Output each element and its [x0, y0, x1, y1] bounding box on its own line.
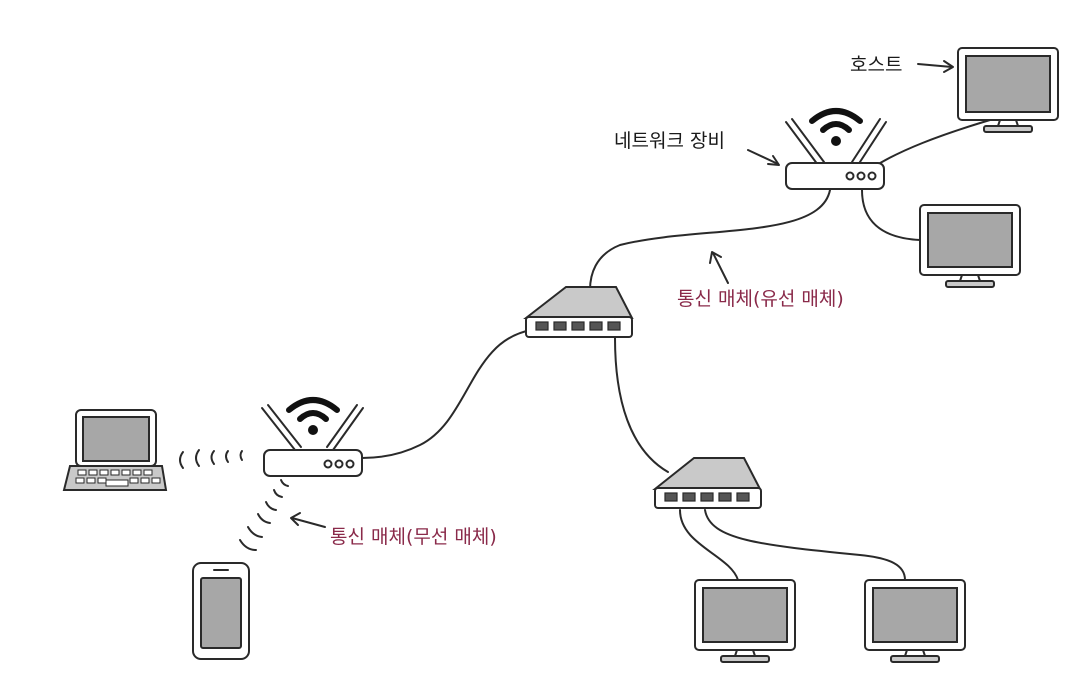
- switch-icon: [652, 457, 762, 490]
- cable-router-top-to-host-top: [871, 119, 991, 169]
- router-icon: [263, 449, 363, 477]
- host-monitor-mid: [919, 204, 1021, 288]
- cable-switch-bottom-to-host-bl: [679, 509, 739, 581]
- cable-switch-top-to-router-left: [361, 329, 533, 459]
- label-wired-medium: 통신 매체(유선 매체): [677, 288, 844, 310]
- host-monitor-bottom-left: [694, 579, 796, 663]
- wireless-signal-laptop: [179, 449, 243, 469]
- router-antenna-icon: [261, 404, 364, 451]
- host-laptop: [62, 409, 168, 491]
- router-leds: [845, 171, 877, 181]
- wifi-icon: [809, 108, 863, 146]
- cable-switch-top-to-switch-bottom: [614, 337, 669, 473]
- label-network-device: 네트워크 장비: [614, 130, 725, 152]
- router-top: [785, 108, 887, 190]
- host-monitor-bottom-right: [864, 579, 966, 663]
- host-smartphone: [192, 562, 250, 660]
- cable-switch-bottom-to-host-br: [704, 509, 906, 581]
- label-host: 호스트: [850, 54, 902, 76]
- host-monitor-top: [957, 47, 1059, 133]
- wireless-signal-smartphone: [239, 479, 289, 551]
- laptop-keyboard: [75, 469, 161, 487]
- arrow-host: [917, 60, 954, 73]
- arrow-wireless-medium: [290, 512, 326, 528]
- router-leds: [323, 459, 355, 469]
- arrow-wired-medium: [709, 251, 729, 284]
- cables: [361, 119, 991, 581]
- label-wireless-medium: 통신 매체(무선 매체): [330, 526, 497, 548]
- router-icon: [785, 162, 885, 190]
- switch-ports: [664, 492, 750, 502]
- router-antenna-icon: [785, 118, 887, 166]
- switch-icon: [523, 286, 634, 319]
- cable-router-top-to-host-mid: [861, 189, 921, 241]
- router-left: [261, 397, 364, 477]
- switch-bottom: [652, 457, 762, 509]
- cable-router-top-to-switch-top: [589, 189, 831, 291]
- switch-top: [523, 286, 634, 338]
- arrow-network-device: [747, 149, 780, 166]
- wifi-icon: [286, 397, 340, 435]
- switch-ports: [535, 321, 621, 331]
